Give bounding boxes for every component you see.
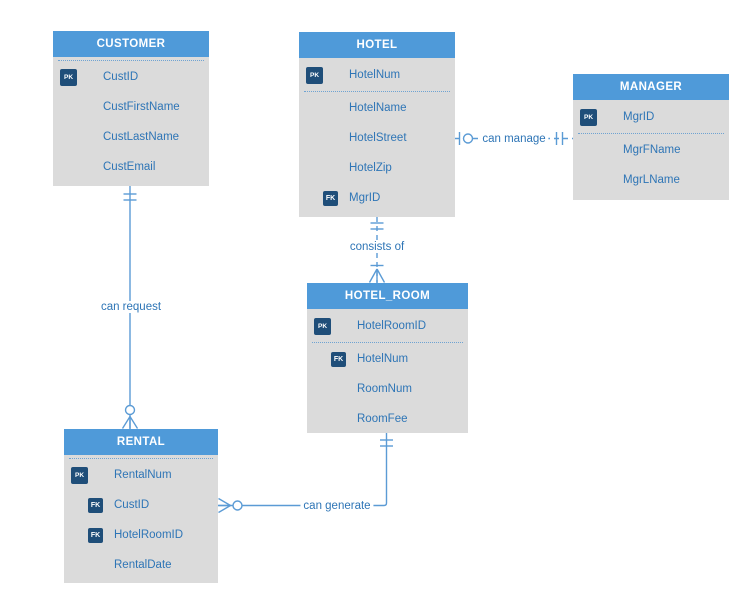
zero-or-many-crows-foot-icon: [218, 497, 243, 514]
field-label: HotelZip: [349, 162, 392, 174]
pk-badge-icon: PK: [71, 466, 88, 484]
fk-badge-icon: FK: [323, 190, 338, 206]
fk-badge-icon: FK: [88, 497, 103, 513]
relationship-label-can-request[interactable]: can request: [97, 301, 165, 313]
relationship-label-can-generate[interactable]: can generate: [300, 500, 374, 512]
field-label: RoomNum: [357, 383, 412, 395]
key-divider: [312, 342, 463, 343]
key-divider: [304, 91, 450, 92]
field-label: MgrLName: [623, 174, 680, 186]
field-row: FK HotelNum: [307, 344, 468, 374]
zero-or-one-cardinality-icon: [458, 132, 474, 145]
field-row: HotelStreet: [299, 123, 455, 153]
field-label: CustEmail: [103, 161, 156, 173]
field-row: RoomFee: [307, 404, 468, 433]
pk-badge-icon: PK: [306, 66, 323, 84]
fk-badge-icon: FK: [88, 527, 103, 543]
entity-title-hotel: HOTEL: [299, 32, 455, 58]
exactly-one-cardinality-icon: [380, 439, 393, 447]
one-or-many-crows-foot-icon: [368, 264, 386, 283]
field-row: PK HotelNum: [299, 60, 455, 90]
field-row: PK MgrID: [573, 102, 729, 132]
exactly-one-cardinality-icon: [123, 193, 137, 201]
field-row: FK HotelRoomID: [64, 520, 218, 550]
entity-title-manager: MANAGER: [573, 74, 729, 100]
pk-badge-icon: PK: [314, 317, 331, 335]
field-label: CustID: [103, 71, 139, 83]
field-row: PK CustID: [53, 62, 209, 92]
zero-or-many-crows-foot-icon: [121, 404, 139, 429]
entity-title-rental: RENTAL: [64, 429, 218, 455]
field-label: RentalNum: [114, 469, 172, 481]
field-label: HotelNum: [357, 353, 409, 365]
field-row: HotelName: [299, 93, 455, 123]
field-label: CustID: [114, 499, 150, 511]
relationship-label-can-manage[interactable]: can manage: [479, 133, 549, 145]
field-label: HotelName: [349, 102, 407, 114]
fk-badge-icon: FK: [331, 351, 346, 367]
field-label: CustFirstName: [103, 101, 180, 113]
pk-badge-icon: PK: [60, 68, 77, 86]
key-divider: [69, 458, 213, 459]
field-row: CustEmail: [53, 152, 209, 182]
field-row: FK CustID: [64, 490, 218, 520]
exactly-one-cardinality-icon: [370, 222, 384, 230]
key-divider: [578, 133, 724, 134]
field-label: CustLastName: [103, 131, 180, 143]
field-label: HotelStreet: [349, 132, 407, 144]
entity-title-customer: CUSTOMER: [53, 31, 209, 57]
entity-title-hotel-room: HOTEL_ROOM: [307, 283, 468, 309]
pk-badge-icon: PK: [580, 108, 597, 126]
exactly-one-cardinality-icon: [555, 132, 564, 145]
field-row: MgrLName: [573, 165, 729, 195]
field-label: HotelRoomID: [114, 529, 184, 541]
field-row: CustFirstName: [53, 92, 209, 122]
field-row: MgrFName: [573, 135, 729, 165]
field-label: RoomFee: [357, 413, 408, 425]
relationship-label-consists-of[interactable]: consists of: [346, 241, 408, 253]
field-row: CustLastName: [53, 122, 209, 152]
field-row: PK HotelRoomID: [307, 311, 468, 341]
key-divider: [58, 60, 204, 61]
field-label: MgrID: [349, 192, 381, 204]
field-label: MgrFName: [623, 144, 681, 156]
field-row: RentalDate: [64, 550, 218, 580]
field-label: HotelRoomID: [357, 320, 427, 332]
field-label: RentalDate: [114, 559, 172, 571]
field-label: MgrID: [623, 111, 655, 123]
field-row: HotelZip: [299, 153, 455, 183]
field-label: HotelNum: [349, 69, 401, 81]
field-row: FK MgrID: [299, 183, 455, 213]
field-row: PK RentalNum: [64, 460, 218, 490]
field-row: RoomNum: [307, 374, 468, 404]
